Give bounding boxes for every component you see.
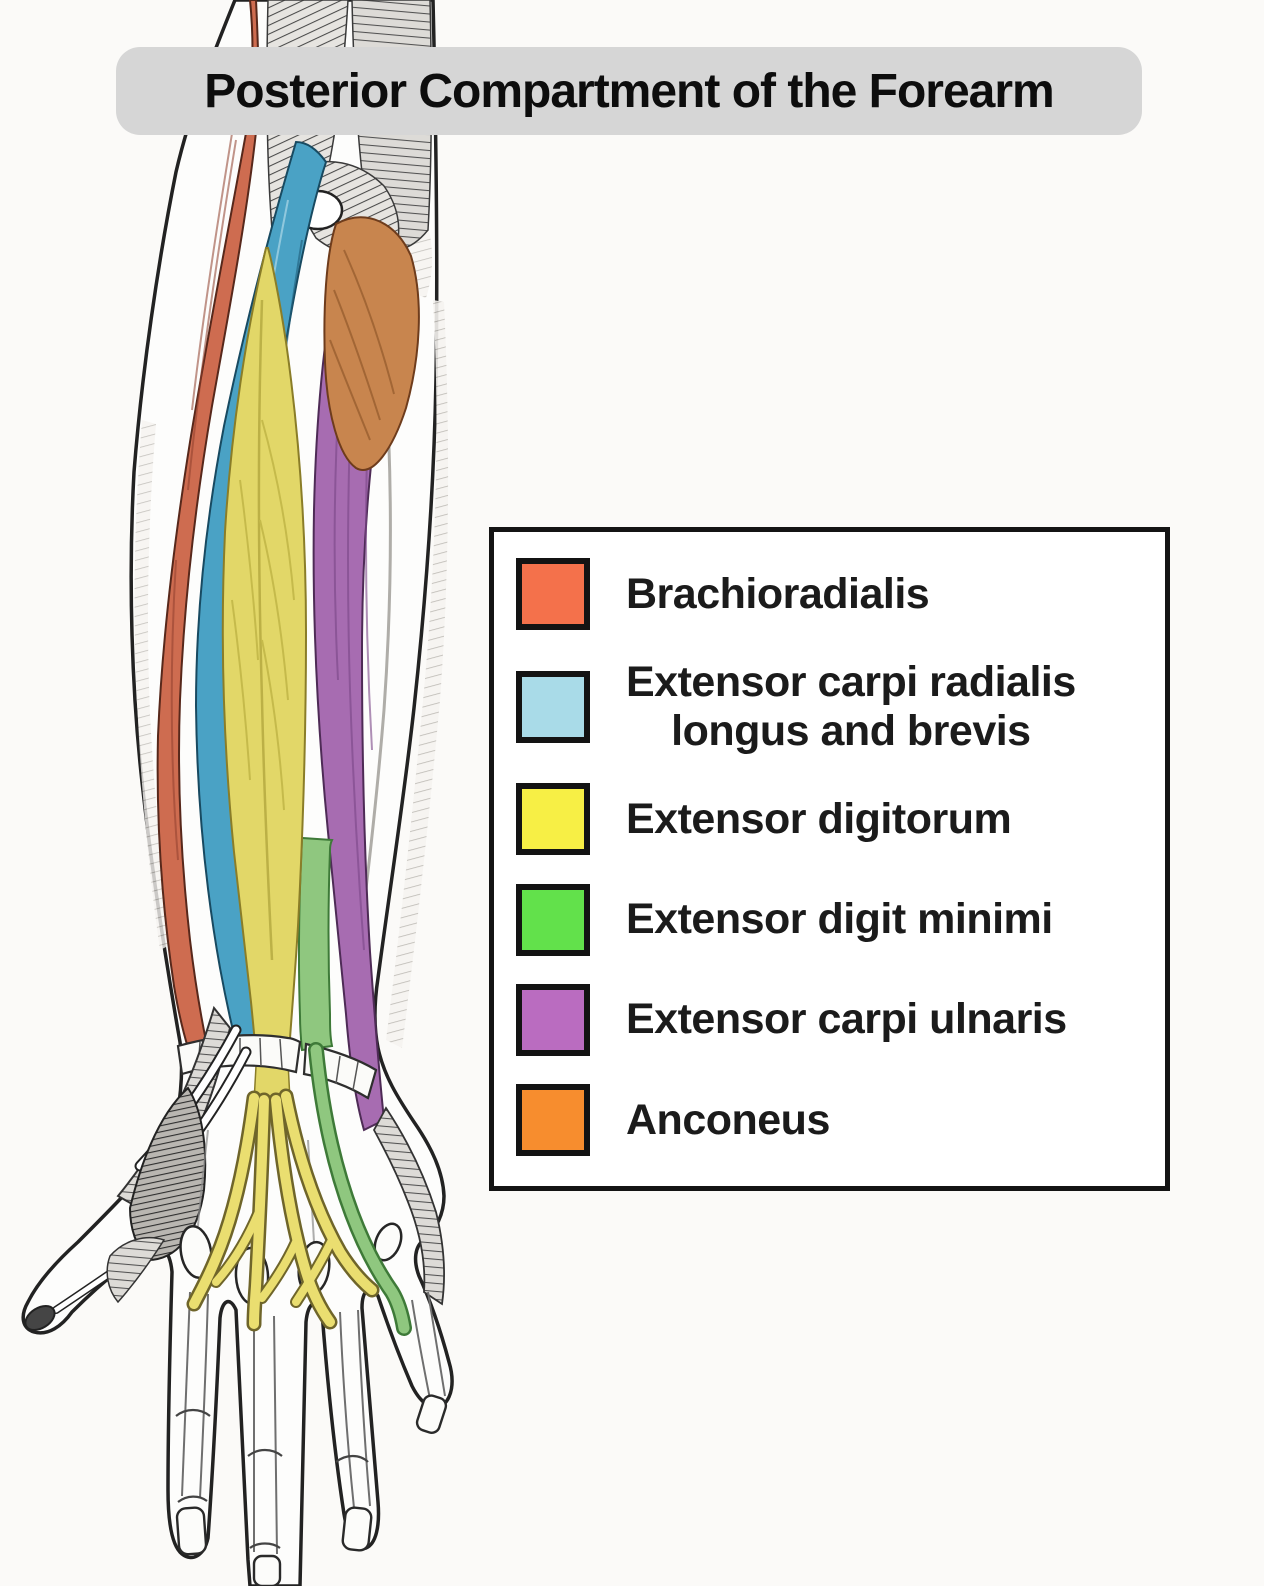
legend-label: Extensor digitorum xyxy=(626,795,1012,844)
legend-item-brachioradialis: Brachioradialis xyxy=(516,558,1139,630)
legend-label: Anconeus xyxy=(626,1095,830,1144)
legend-item-extensor-carpi-radialis: Extensor carpi radialis longus and brevi… xyxy=(516,658,1139,755)
anconeus-muscle xyxy=(323,216,420,471)
hand-muscles xyxy=(24,1086,445,1331)
legend-swatch-extensor-carpi-ulnaris xyxy=(516,983,590,1056)
title-banner: Posterior Compartment of the Forearm xyxy=(116,47,1142,135)
legend-swatch-brachioradialis xyxy=(516,558,590,630)
legend-swatch-extensor-digit-minimi xyxy=(516,883,590,956)
legend-label: Extensor carpi ulnaris xyxy=(626,995,1067,1044)
legend-label: Brachioradialis xyxy=(626,569,930,618)
hypothenar-muscle xyxy=(372,1106,445,1306)
thumb-web xyxy=(106,1236,166,1304)
extensor-digit-minimi-tendon xyxy=(308,1042,412,1336)
legend-item-extensor-carpi-ulnaris: Extensor carpi ulnaris xyxy=(516,983,1139,1056)
finger-details xyxy=(175,1291,448,1586)
legend-item-anconeus: Anconeus xyxy=(516,1083,1139,1156)
legend-item-extensor-digit-minimi: Extensor digit minimi xyxy=(516,883,1139,956)
thumb-tip xyxy=(24,1305,56,1331)
legend-label: Extensor digit minimi xyxy=(626,895,1053,944)
extensor-digitorum-tendons xyxy=(186,1088,380,1332)
legend-box: Brachioradialis Extensor carpi radialis … xyxy=(489,527,1170,1191)
page-title: Posterior Compartment of the Forearm xyxy=(204,64,1054,118)
legend-item-extensor-digitorum: Extensor digitorum xyxy=(516,783,1139,856)
legend-swatch-extensor-digitorum xyxy=(516,783,590,856)
extensor-digit-minimi-muscle xyxy=(297,836,334,1052)
legend-swatch-extensor-carpi-radialis xyxy=(516,670,590,743)
legend-label: Extensor carpi radialis longus and brevi… xyxy=(626,658,1076,755)
legend-swatch-anconeus xyxy=(516,1083,590,1156)
legend-label-line1: Extensor carpi radialis xyxy=(626,658,1076,707)
legend-label-line2: longus and brevis xyxy=(671,706,1031,755)
